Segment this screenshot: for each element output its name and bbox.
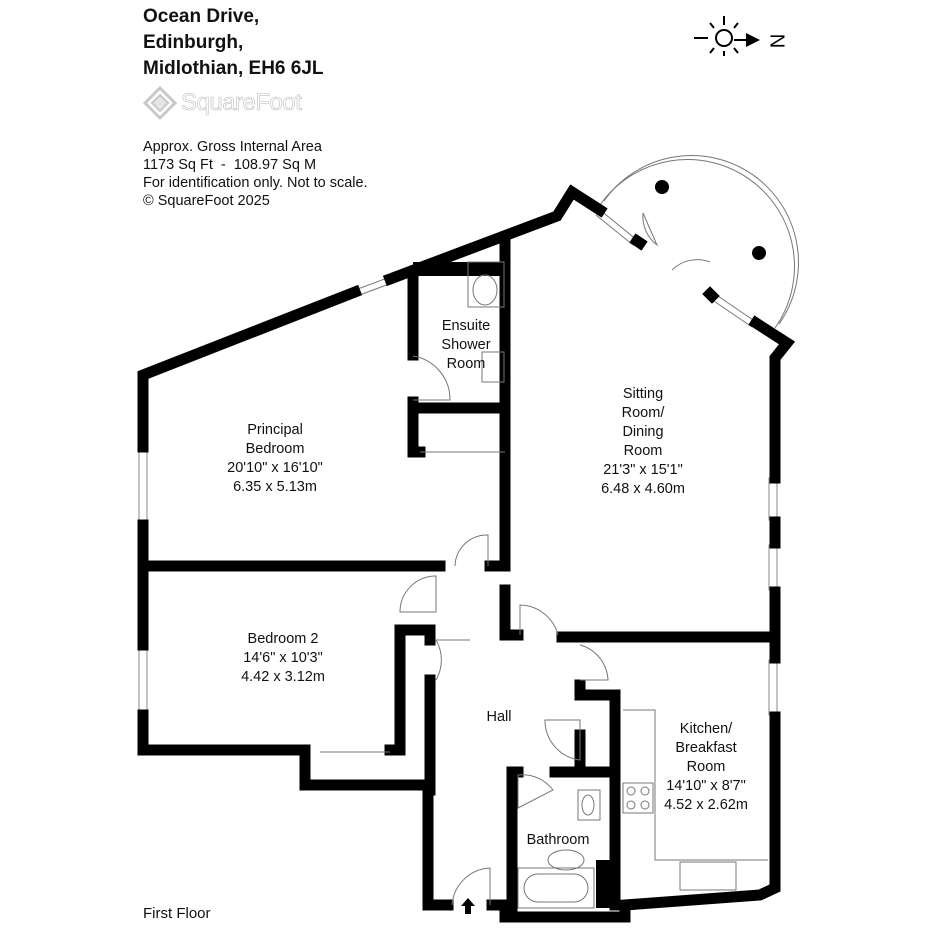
toilet-icon (467, 261, 505, 308)
pillar-dot (655, 180, 669, 194)
room-ensuite: Ensuite Shower Room (441, 318, 490, 372)
walls (137, 184, 796, 923)
room-metric: 6.35 x 5.13m (233, 479, 317, 495)
room-name: Bedroom 2 (248, 631, 319, 647)
room-name: Bathroom (527, 832, 590, 848)
room-imperial: 20'10" x 16'10" (227, 460, 323, 476)
room-name: Room (447, 356, 486, 372)
bath-icon (517, 867, 595, 909)
room-name: Room (687, 759, 726, 775)
address-line-2: Edinburgh, (143, 32, 244, 53)
basin-icon (577, 789, 601, 821)
squarefoot-logo: SquareFoot (143, 86, 303, 120)
sun-north-icon: N (694, 16, 788, 56)
room-name: Kitchen/ (680, 721, 733, 737)
fixtures (320, 261, 768, 909)
room-bedroom-2: Bedroom 2 14'6" x 10'3" 4.42 x 3.12m (241, 631, 325, 685)
room-sitting-dining: Sitting Room/ Dining Room 21'3" x 15'1" … (601, 386, 685, 497)
doors (399, 212, 711, 914)
room-kitchen: Kitchen/ Breakfast Room 14'10" x 8'7" 4.… (664, 721, 748, 813)
room-name: Dining (622, 424, 663, 440)
address-line-1: Ocean Drive, (143, 6, 260, 27)
area-label: Approx. Gross Internal Area (143, 139, 322, 155)
copyright: © SquareFoot 2025 (143, 193, 270, 209)
room-name: Sitting (623, 386, 663, 402)
floor-label: First Floor (143, 905, 211, 922)
logo-text: SquareFoot (181, 89, 303, 117)
basin-icon (481, 351, 505, 383)
room-name: Principal (247, 422, 303, 438)
room-metric: 4.52 x 2.62m (664, 797, 748, 813)
disclaimer: For identification only. Not to scale. (143, 175, 368, 191)
room-principal-bedroom: Principal Bedroom 20'10" x 16'10" 6.35 x… (227, 422, 323, 495)
bay-window-arc (599, 155, 799, 329)
room-name: Room/ (622, 405, 666, 421)
room-imperial: 21'3" x 15'1" (603, 462, 683, 478)
address-line-3: Midlothian, EH6 6JL (143, 58, 324, 79)
entrance-arrow-icon (461, 898, 475, 914)
toilet-icon (547, 849, 585, 871)
room-metric: 4.42 x 3.12m (241, 669, 325, 685)
room-name: Shower (441, 337, 490, 353)
property-address: Ocean Drive, Edinburgh, Midlothian, EH6 … (143, 4, 324, 82)
room-imperial: 14'10" x 8'7" (666, 778, 746, 794)
sink-icon (679, 861, 737, 891)
room-bathroom: Bathroom (527, 832, 590, 848)
room-hall: Hall (487, 709, 512, 725)
room-imperial: 14'6" x 10'3" (243, 650, 323, 666)
pillar-dot (752, 246, 766, 260)
area-info: Approx. Gross Internal Area 1173 Sq Ft -… (143, 138, 368, 210)
room-name: Bedroom (246, 441, 305, 457)
windows (138, 209, 778, 716)
north-label: N (766, 34, 788, 48)
room-name: Hall (487, 709, 512, 725)
room-name: Breakfast (675, 740, 736, 756)
compass: N (690, 8, 790, 61)
area-value: 1173 Sq Ft - 108.97 Sq M (143, 157, 317, 173)
room-name: Ensuite (442, 318, 490, 334)
room-name: Room (624, 443, 663, 459)
logo-diamond-icon (143, 86, 177, 120)
hob-icon (622, 782, 654, 814)
room-metric: 6.48 x 4.60m (601, 481, 685, 497)
